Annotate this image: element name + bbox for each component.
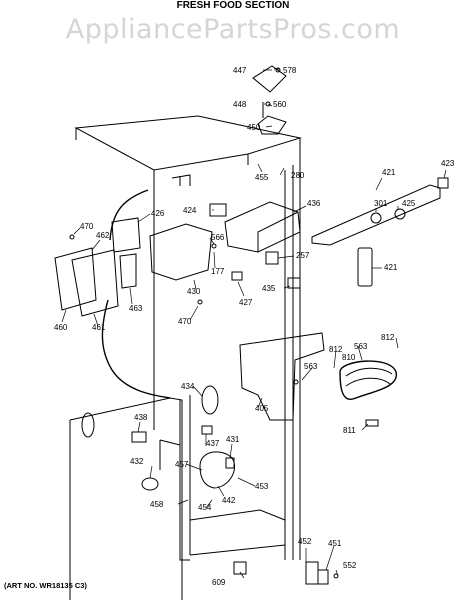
cabinet-top-flange [171, 174, 191, 186]
callout-425: 425 [402, 199, 416, 208]
callout-454: 454 [198, 503, 212, 512]
callout-257: 257 [296, 251, 310, 260]
indicator-strip-421 [357, 247, 373, 287]
part-257 [265, 251, 279, 265]
callout-462: 462 [96, 231, 110, 240]
door-vent-hole [81, 412, 95, 438]
callout-426: 426 [151, 209, 165, 218]
callout-578: 578 [283, 66, 297, 75]
callout-812b: 812 [381, 333, 395, 342]
callout-563a: 563 [354, 342, 368, 351]
callout-421a: 421 [382, 168, 396, 177]
cabinet-left-wall [75, 128, 155, 430]
part-432 [141, 477, 159, 491]
control-panel-421 [311, 184, 441, 246]
cabinet-base [189, 509, 286, 556]
control-housing-436 [224, 201, 301, 253]
part-435 [287, 277, 301, 289]
callout-811: 811 [343, 426, 356, 435]
part-438 [131, 431, 147, 443]
damper-442 [199, 451, 236, 489]
callout-566: 566 [211, 233, 225, 242]
callout-455: 455 [255, 173, 269, 182]
callout-436: 436 [307, 199, 321, 208]
bracket-462 [54, 247, 97, 311]
callout-427: 427 [239, 298, 253, 307]
callout-812a: 812 [329, 345, 343, 354]
callout-447: 447 [233, 66, 247, 75]
callout-461: 461 [92, 323, 106, 332]
callout-430: 430 [187, 287, 201, 296]
fastener-566 [211, 243, 217, 249]
harness-bracket-430 [149, 223, 213, 281]
fastener-563 [293, 379, 299, 385]
callout-438: 438 [134, 413, 148, 422]
knob-425 [394, 208, 406, 220]
fastener-578 [275, 67, 281, 73]
callout-301: 301 [374, 199, 388, 208]
callout-177: 177 [211, 267, 225, 276]
art-number: (ART NO. WR18135 C3) [4, 581, 87, 590]
bracket-461 [71, 249, 119, 317]
callout-280: 280 [291, 171, 305, 180]
callout-552: 552 [343, 561, 357, 570]
cabinet-inner-wall [247, 138, 301, 560]
fastener-470a [69, 234, 75, 240]
hinge-450 [257, 115, 287, 135]
cabinet-bottom-panel [179, 395, 191, 561]
page-title: FRESH FOOD SECTION [176, 0, 290, 11]
callout-432: 432 [130, 457, 144, 466]
knob-301 [370, 212, 382, 224]
callout-452: 452 [298, 537, 312, 546]
cabinet-top-edge [74, 115, 302, 171]
part-427 [231, 271, 243, 281]
callout-434: 434 [181, 382, 195, 391]
cabinet-right-rail [284, 165, 294, 560]
heater-coil-810 [345, 367, 393, 387]
callout-424: 424 [183, 206, 197, 215]
callout-460: 460 [54, 323, 68, 332]
callout-437: 437 [206, 439, 220, 448]
callout-609: 609 [212, 578, 226, 587]
cabinet-floor [159, 439, 181, 470]
callout-435: 435 [262, 284, 276, 293]
part-811 [365, 419, 379, 427]
callout-563b: 563 [304, 362, 318, 371]
callout-810: 810 [342, 353, 356, 362]
callout-448: 448 [233, 100, 247, 109]
part-423 [437, 177, 449, 189]
part-609 [233, 561, 247, 575]
wiring-harness [101, 189, 171, 399]
door-opening-outline [69, 397, 183, 600]
duct-434 [201, 385, 219, 415]
watermark: AppliancePartsPros.com [65, 14, 401, 45]
callout-453: 453 [255, 482, 269, 491]
callout-458: 458 [150, 500, 164, 509]
callout-457: 457 [175, 460, 189, 469]
heater-810 [339, 360, 397, 400]
callout-450: 450 [247, 123, 261, 132]
callout-421b: 421 [384, 263, 398, 272]
part-451 [317, 569, 329, 585]
part-437 [201, 425, 213, 435]
bracket-463 [119, 253, 137, 289]
callout-560: 560 [273, 100, 287, 109]
callout-423: 423 [441, 159, 455, 168]
callout-470a: 470 [80, 222, 94, 231]
callout-405: 405 [255, 404, 269, 413]
callout-470b: 470 [178, 317, 192, 326]
part-452 [305, 561, 319, 585]
part-424 [209, 203, 227, 217]
callout-451: 451 [328, 539, 342, 548]
callout-431: 431 [226, 435, 240, 444]
fastener-470b [197, 299, 203, 305]
baffle-405 [239, 332, 325, 421]
switch-426 [111, 217, 141, 253]
callout-442: 442 [222, 496, 236, 505]
callout-463: 463 [129, 304, 143, 313]
